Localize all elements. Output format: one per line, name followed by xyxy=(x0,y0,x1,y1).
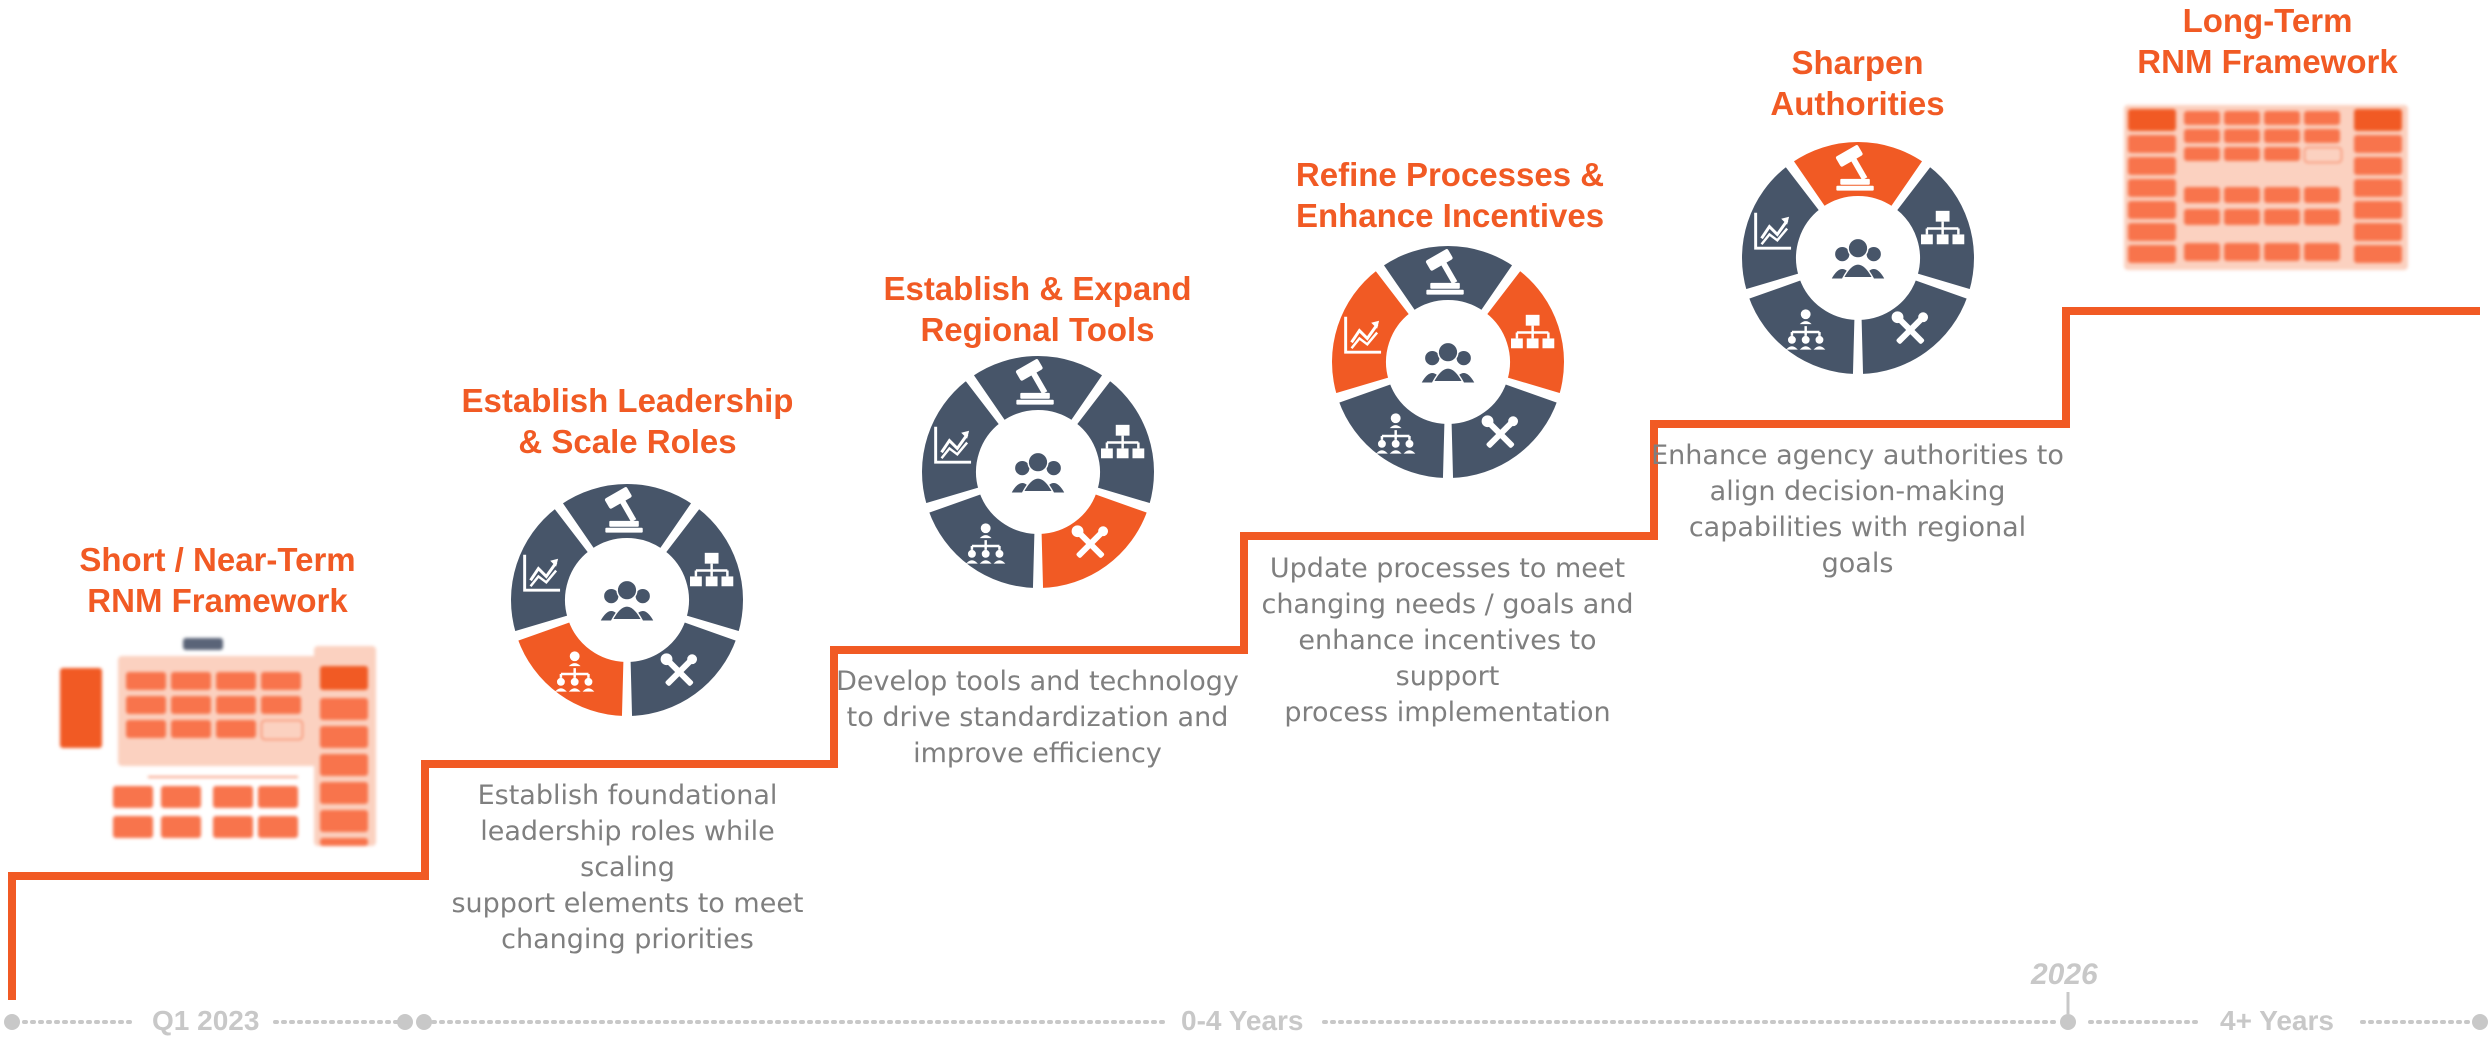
stage-5-wheel xyxy=(1738,137,1978,379)
near-term-org-chart-thumbnail xyxy=(58,636,378,848)
stage-2-desc-line-1: Establish foundational xyxy=(477,780,778,811)
stage-4-desc-line-4: process implementation xyxy=(1284,697,1611,728)
stage-4-description: Update processes to meet changing needs … xyxy=(1245,551,1650,731)
people-group-icon xyxy=(598,579,656,623)
stage-5-desc-line-2: align decision-making xyxy=(1709,476,2006,507)
gavel-icon xyxy=(1835,145,1874,191)
people-group-icon xyxy=(1419,341,1477,385)
gavel-icon xyxy=(1425,249,1464,295)
stage-2-title: Establish Leadership & Scale Roles xyxy=(430,380,825,462)
timeline-marker xyxy=(2060,1014,2076,1030)
timeline-label-0-4-years: 0-4 Years xyxy=(1181,1005,1304,1036)
stage-3-wheel xyxy=(918,351,1158,593)
stage-6-title-line-1: Long-Term xyxy=(2182,2,2353,39)
stage-3-title-line-1: Establish & Expand xyxy=(883,270,1192,307)
tools-icon xyxy=(1481,415,1519,448)
stage-3-description: Develop tools and technology to drive st… xyxy=(835,664,1240,772)
org-chart-icon xyxy=(1101,424,1145,459)
stage-3-title-line-2: Regional Tools xyxy=(920,311,1155,348)
stage-1-title: Short / Near-Term RNM Framework xyxy=(40,539,395,621)
timeline-marker xyxy=(397,1014,413,1030)
stage-1-title-line-1: Short / Near-Term xyxy=(79,541,356,578)
wheel-segment-hierarchy xyxy=(924,489,1039,593)
chart-growth-icon xyxy=(1754,212,1792,250)
people-group-icon xyxy=(1009,451,1067,495)
stage-4-title-line-1: Refine Processes & xyxy=(1295,156,1605,193)
timeline-label-q1-2023: Q1 2023 xyxy=(152,1005,260,1036)
stage-2-desc-line-4: changing priorities xyxy=(501,924,754,955)
org-chart-icon xyxy=(1921,210,1965,245)
org-chart-icon xyxy=(690,552,734,587)
gavel-icon xyxy=(1015,359,1054,405)
stage-1-title-line-2: RNM Framework xyxy=(87,582,348,619)
stage-3-title: Establish & Expand Regional Tools xyxy=(845,268,1230,350)
stage-6-title: Long-Term RNM Framework xyxy=(2085,0,2450,82)
stage-4-desc-line-1: Update processes to meet xyxy=(1269,553,1626,584)
chart-growth-icon xyxy=(1344,316,1382,354)
stage-5-title: Sharpen Authorities xyxy=(1680,42,2035,124)
wheel-segment-hierarchy xyxy=(1744,275,1859,379)
stage-4-title-line-2: Enhance Incentives xyxy=(1295,197,1605,234)
hierarchy-icon xyxy=(966,523,1006,564)
stage-3-desc-line-3: improve efficiency xyxy=(913,738,1162,769)
wheel-segment-gavel xyxy=(1788,137,1928,212)
hierarchy-icon xyxy=(1786,309,1826,350)
wheel-segment-gavel xyxy=(1378,241,1518,316)
stage-2-desc-line-2: leadership roles while scaling xyxy=(480,816,775,883)
people-group-icon xyxy=(1829,237,1887,281)
milestone-year-2026: 2026 xyxy=(2031,958,2098,991)
stage-4-desc-line-2: changing needs / goals and xyxy=(1261,589,1634,620)
stage-3-desc-line-2: to drive standardization and xyxy=(846,702,1229,733)
stage-5-desc-line-1: Enhance agency authorities to xyxy=(1651,440,2064,471)
timeline-marker xyxy=(2472,1014,2488,1030)
stage-2-title-line-1: Establish Leadership xyxy=(461,382,794,419)
timeline-marker xyxy=(416,1014,432,1030)
chart-growth-icon xyxy=(523,554,561,592)
stage-2-desc-line-3: support elements to meet xyxy=(451,888,804,919)
tools-icon xyxy=(1071,525,1109,558)
timeline-marker xyxy=(4,1014,20,1030)
gavel-icon xyxy=(604,487,643,533)
wheel-segment-gavel xyxy=(968,351,1108,426)
stage-6-title-line-2: RNM Framework xyxy=(2137,43,2398,80)
tools-icon xyxy=(1891,311,1929,344)
staircase-line xyxy=(8,307,2480,1000)
stage-2-wheel xyxy=(507,480,747,721)
hierarchy-icon xyxy=(1376,413,1416,454)
stage-2-description: Establish foundational leadership roles … xyxy=(430,778,825,958)
org-chart-icon xyxy=(1511,314,1555,349)
stage-4-title: Refine Processes & Enhance Incentives xyxy=(1255,154,1645,236)
tools-icon xyxy=(660,653,698,686)
stage-5-description: Enhance agency authorities to align deci… xyxy=(1650,438,2065,582)
hierarchy-icon xyxy=(555,651,595,692)
stage-5-title-line-1: Sharpen xyxy=(1791,44,1924,81)
wheel-segment-gavel xyxy=(557,480,697,554)
stage-3-desc-line-1: Develop tools and technology xyxy=(836,666,1239,697)
stage-5-desc-line-3: capabilities with regional goals xyxy=(1688,512,2027,579)
chart-growth-icon xyxy=(934,426,972,464)
stage-4-wheel xyxy=(1328,241,1568,483)
wheel-segment-hierarchy xyxy=(513,617,628,721)
stage-2-title-line-2: & Scale Roles xyxy=(518,423,737,460)
timeline xyxy=(4,992,2488,1030)
timeline-label-4-plus-years: 4+ Years xyxy=(2220,1005,2334,1036)
stage-4-desc-line-3: enhance incentives to support xyxy=(1298,625,1597,692)
long-term-org-chart-thumbnail xyxy=(2124,105,2408,270)
wheel-segment-hierarchy xyxy=(1334,379,1449,483)
stage-5-title-line-2: Authorities xyxy=(1770,85,1945,122)
